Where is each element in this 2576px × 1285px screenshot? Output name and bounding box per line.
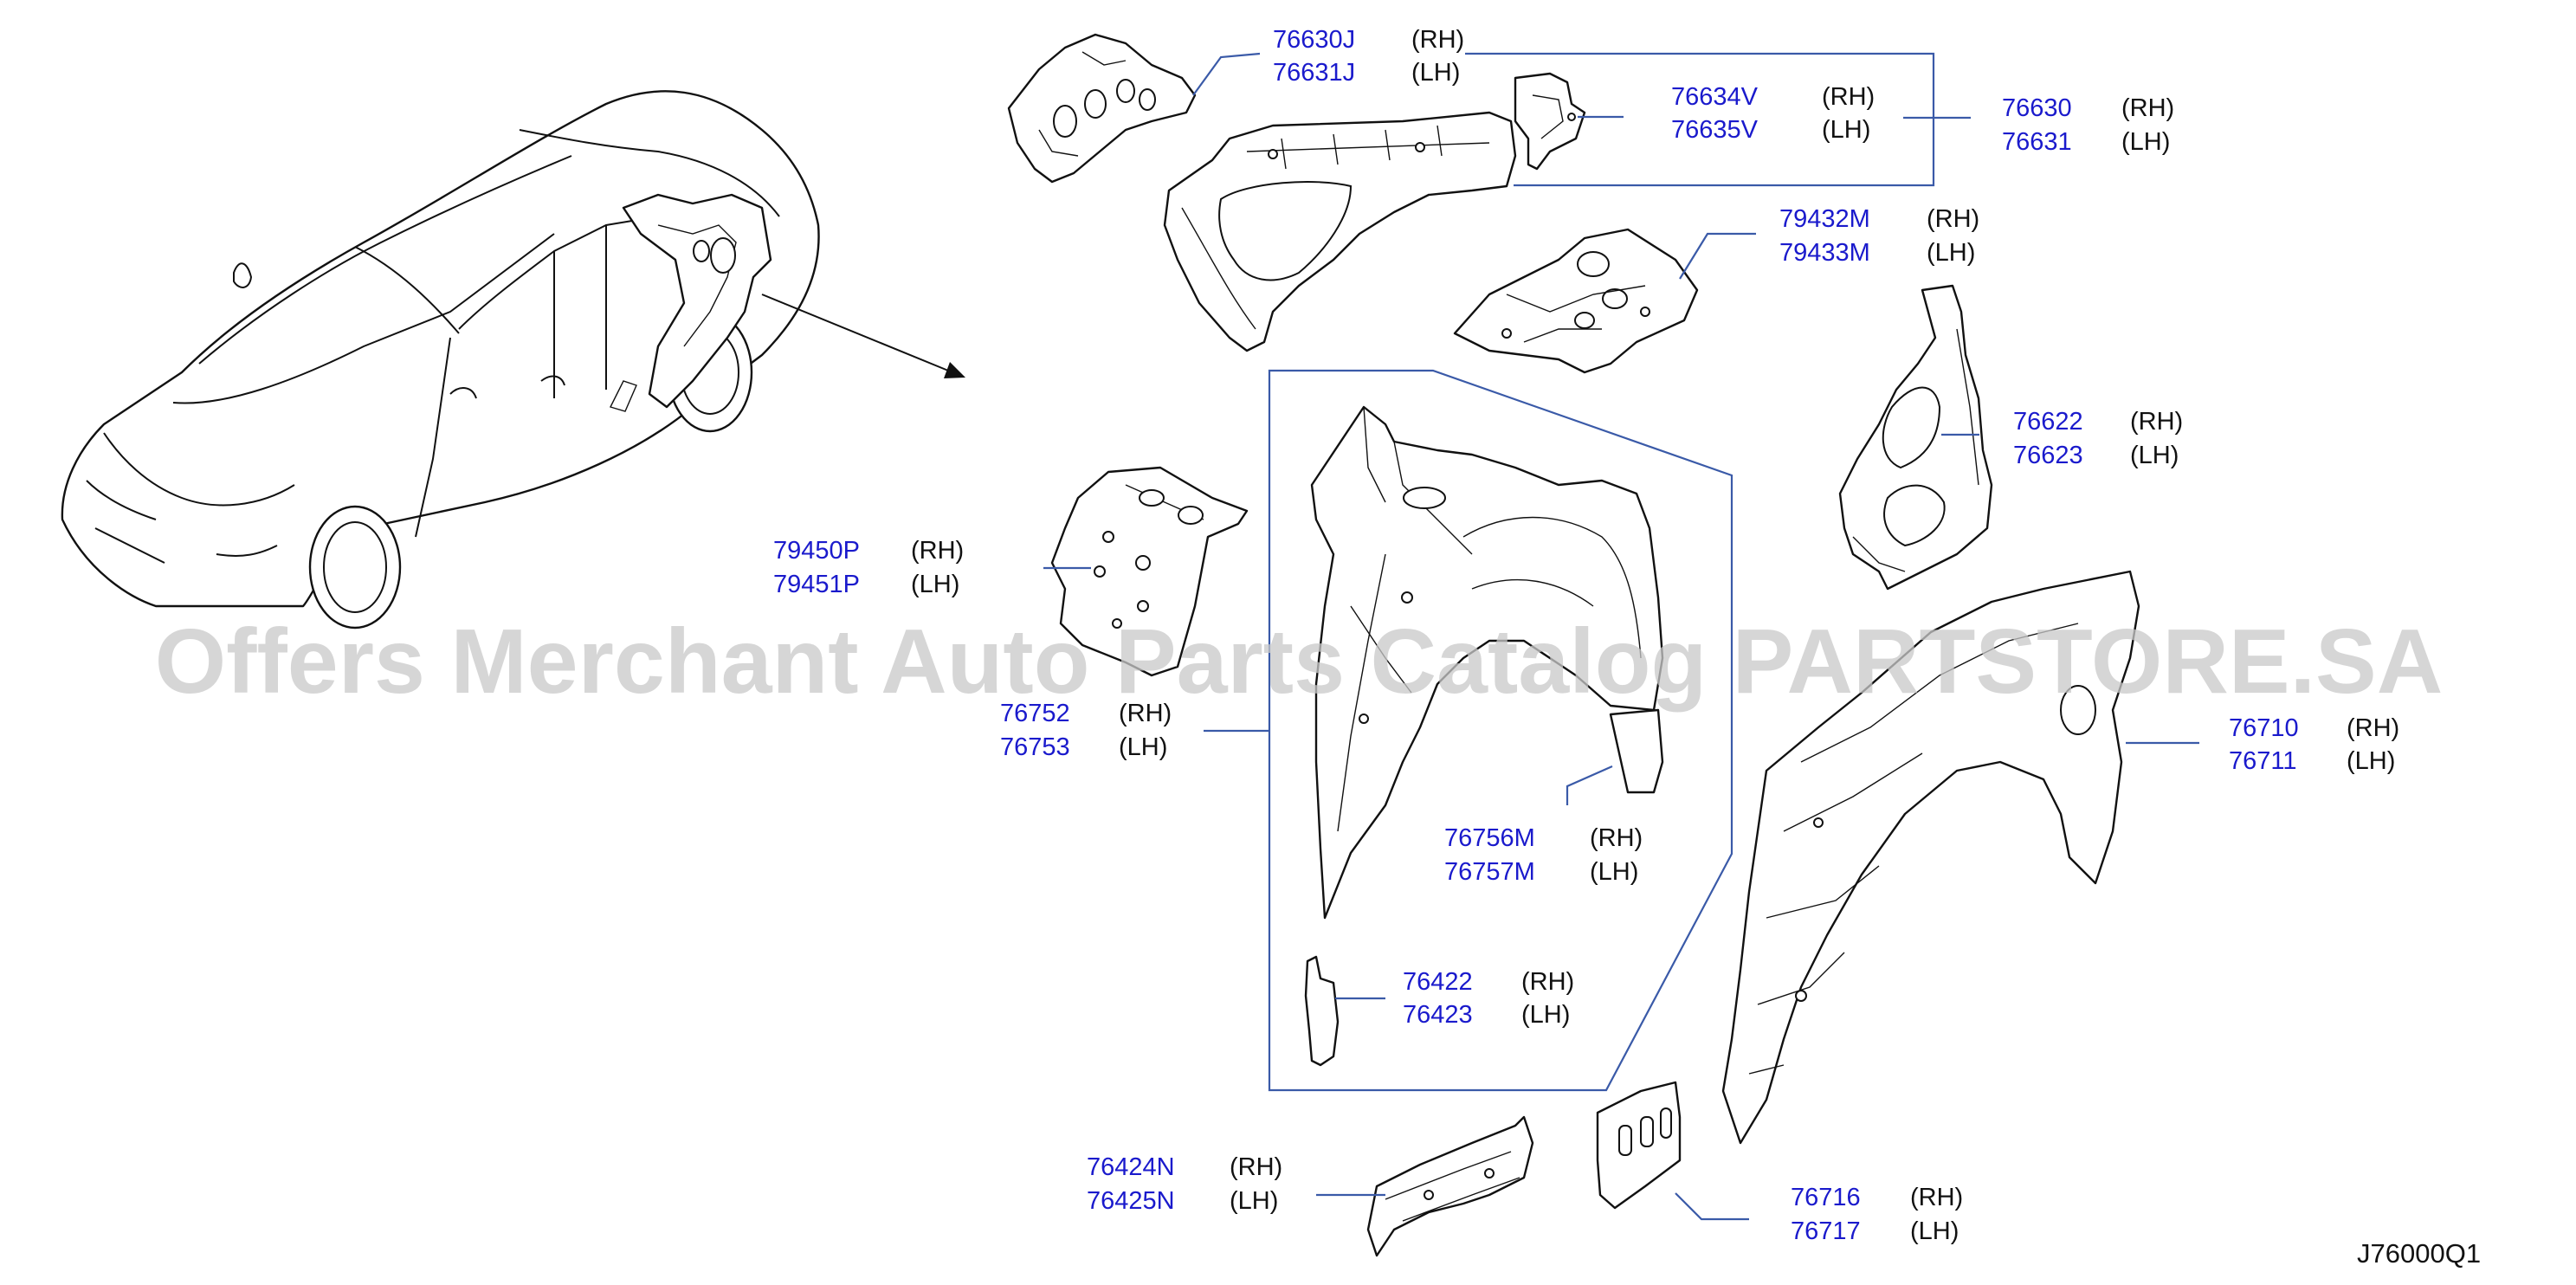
diagram-reference-code: J76000Q1 [2357,1238,2481,1269]
part-number[interactable]: 76422 [1403,968,1473,996]
side-label: (LH) [1927,239,1975,267]
part-number[interactable]: 79450P [773,537,860,565]
leader-79432M [1679,232,1756,280]
side-label: (LH) [1411,59,1460,87]
part-number[interactable]: 76623 [2013,442,2083,469]
side-label: (RH) [1822,83,1875,111]
part-number[interactable]: 76710 [2229,714,2299,742]
side-label: (RH) [2130,408,2183,436]
frame-inner-wheelhouse-group [1268,369,1733,1092]
part-number[interactable]: 76631 [2002,128,2072,156]
side-label: (LH) [2121,128,2170,156]
side-label: (RH) [1521,968,1574,996]
leader-76756M [1566,765,1613,805]
part-76634V-bracket [1514,72,1586,171]
part-76716-plate [1596,1081,1682,1210]
callout-76752: 76752 76753 (RH) (LH) [1000,700,1172,761]
part-number[interactable]: 76631J [1273,59,1355,87]
side-label: (RH) [911,537,964,565]
part-number[interactable]: 76716 [1791,1184,1861,1211]
callout-79450P: 79450P 79451P (RH) (LH) [773,537,964,598]
part-number[interactable]: 76752 [1000,700,1070,727]
part-79450P-panel [1050,466,1249,677]
side-label: (RH) [1230,1153,1282,1181]
part-number[interactable]: 76634V [1671,83,1759,111]
part-number[interactable]: 79432M [1779,205,1870,233]
callout-76630: 76630 76631 (RH) (LH) [2002,94,2174,156]
watermark-text: Offers Merchant Auto Parts Catalog PARTS… [155,610,2444,713]
leader-76630J [1192,52,1261,96]
callout-76756M: 76756M 76757M (RH) (LH) [1444,824,1643,886]
part-76422-strip [1304,955,1340,1067]
part-76424N-rail [1366,1115,1534,1257]
part-number[interactable]: 79433M [1779,239,1870,267]
side-label: (RH) [1927,205,1979,233]
callout-76622: 76622 76623 (RH) (LH) [2013,408,2183,469]
callout-76422: 76422 76423 (RH) (LH) [1403,968,1574,1029]
side-label: (LH) [1119,733,1167,761]
car-overview-illustration [61,90,965,630]
part-number[interactable]: 76425N [1087,1187,1175,1215]
part-number[interactable]: 76753 [1000,733,1070,761]
part-76710-outer-wheelhouse [1721,570,2140,1145]
side-label: (LH) [911,571,959,598]
part-number[interactable]: 76756M [1444,824,1535,852]
part-76622-pillar [1838,284,1993,591]
part-76630J-bracket [1007,33,1197,184]
part-76630-rear-panel [1163,111,1517,352]
callout-76710: 76710 76711 (RH) (LH) [2229,714,2399,775]
side-label: (RH) [1119,700,1172,727]
callout-76634V: 76634V 76635V (RH) (LH) [1671,83,1875,144]
callout-76424N: 76424N 76425N (RH) (LH) [1087,1153,1282,1215]
part-76752-inner-wheelhouse [1310,405,1664,920]
part-number[interactable]: 76717 [1791,1217,1861,1245]
callout-79432M: 79432M 79433M (RH) (LH) [1779,205,1979,267]
part-number[interactable]: 76423 [1403,1001,1473,1029]
part-number[interactable]: 76424N [1087,1153,1175,1181]
part-number[interactable]: 76630 [2002,94,2072,122]
side-label: (LH) [1822,116,1870,144]
side-label: (LH) [1521,1001,1570,1029]
callout-76630J: 76630J 76631J (RH) (LH) [1273,26,1464,87]
bracket-76630 [1465,52,1935,187]
car-rear-structure-highlight [609,193,772,412]
side-label: (RH) [2347,714,2399,742]
side-label: (LH) [1590,858,1638,886]
side-label: (LH) [2347,747,2395,775]
part-number[interactable]: 76622 [2013,408,2083,436]
part-number[interactable]: 76757M [1444,858,1535,886]
part-number[interactable]: 76635V [1671,116,1759,144]
side-label: (RH) [1910,1184,1963,1211]
part-number[interactable]: 76711 [2229,747,2297,775]
part-76756M-patch [1609,708,1664,794]
side-label: (LH) [1230,1187,1278,1215]
side-label: (RH) [1590,824,1643,852]
side-label: (LH) [1910,1217,1959,1245]
part-number[interactable]: 76630J [1273,26,1355,54]
side-label: (RH) [1411,26,1464,54]
part-79432M-floor-panel [1453,228,1699,374]
leader-76716 [1675,1192,1749,1221]
side-label: (LH) [2130,442,2179,469]
callout-76716: 76716 76717 (RH) (LH) [1791,1184,1963,1245]
part-number[interactable]: 79451P [773,571,860,598]
side-label: (RH) [2121,94,2174,122]
